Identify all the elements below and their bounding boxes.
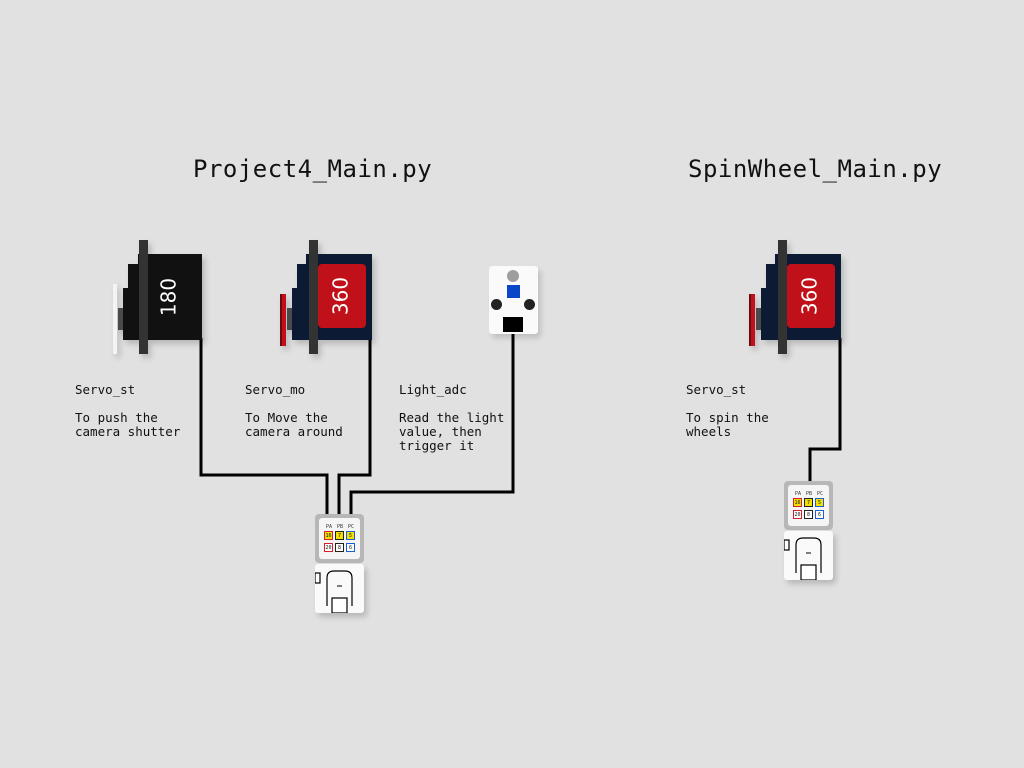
servo-angle-label: 180 (157, 278, 181, 316)
servo-360-spin: 360 (747, 238, 857, 358)
wire-light-adc (349, 333, 515, 514)
port-cell: 6 (346, 543, 355, 552)
caption-servo-st: Servo_st To push the camera shutter (75, 383, 180, 439)
caption-name: Servo_st (75, 382, 136, 397)
servo-360-move: 360 (278, 238, 388, 358)
sensor-blue-square (507, 285, 520, 298)
caption-desc-line: value, then (399, 424, 482, 439)
wire-servo-mo (337, 338, 372, 514)
port-cell: 7 (335, 531, 344, 540)
port-label: PB (337, 524, 344, 530)
spinwheel-title: SpinWheel_Main.py (688, 155, 943, 183)
port-cell: 16 (793, 498, 802, 507)
caption-desc-line: camera shutter (75, 424, 181, 439)
port-label: PA (795, 491, 802, 497)
caption-desc-line: To Move the (245, 410, 328, 425)
sensor-port (503, 317, 523, 332)
hub-controller-spinwheel: PA PB PC 16 7 5 20 8 6 (783, 481, 833, 581)
port-cell: 8 (804, 510, 813, 519)
caption-desc-line: camera around (245, 424, 343, 439)
sensor-left-dot (491, 299, 502, 310)
servo-180: 180 (110, 238, 220, 358)
hub-port-panel: PA PB PC 16 7 5 20 8 6 (784, 481, 833, 530)
port-cell: 5 (346, 531, 355, 540)
port-cell: 20 (793, 510, 802, 519)
port-cell: 7 (804, 498, 813, 507)
hub-port-panel: PA PB PC 16 7 5 20 8 6 (315, 514, 364, 563)
caption-name: Servo_st (686, 382, 747, 397)
caption-desc-line: trigger it (399, 438, 475, 453)
wire-servo-st (199, 338, 329, 514)
port-cell: 20 (324, 543, 333, 552)
port-label: PC (817, 491, 824, 497)
project4-title: Project4_Main.py (193, 155, 433, 183)
servo-angle-label: 360 (329, 277, 353, 315)
port-label: PA (326, 524, 333, 530)
caption-name: Servo_mo (245, 382, 306, 397)
port-cell: 6 (815, 510, 824, 519)
light-adc-sensor (489, 266, 538, 334)
port-cell: 5 (815, 498, 824, 507)
port-cell: 16 (324, 531, 333, 540)
port-label: PB (806, 491, 813, 497)
sensor-right-dot (524, 299, 535, 310)
caption-desc-line: wheels (686, 424, 732, 439)
caption-desc-line: Read the light (399, 410, 505, 425)
wire-spin-servo (808, 338, 842, 482)
hub-controller-project4: PA PB PC 16 7 5 20 8 6 (314, 514, 364, 614)
port-label: PC (348, 524, 355, 530)
caption-light-adc: Light_adc Read the light value, then tri… (399, 383, 504, 453)
hub-face-panel (314, 564, 364, 614)
caption-desc-line: To push the (75, 410, 158, 425)
hub-face-panel (783, 531, 833, 581)
servo-angle-label: 360 (798, 277, 822, 315)
sensor-top-dot (507, 270, 519, 282)
servo-shaft-arm (113, 284, 117, 354)
port-cell: 8 (335, 543, 344, 552)
caption-spin-servo: Servo_st To spin the wheels (686, 383, 769, 439)
caption-servo-mo: Servo_mo To Move the camera around (245, 383, 343, 439)
caption-name: Light_adc (399, 382, 467, 397)
caption-desc-line: To spin the (686, 410, 769, 425)
